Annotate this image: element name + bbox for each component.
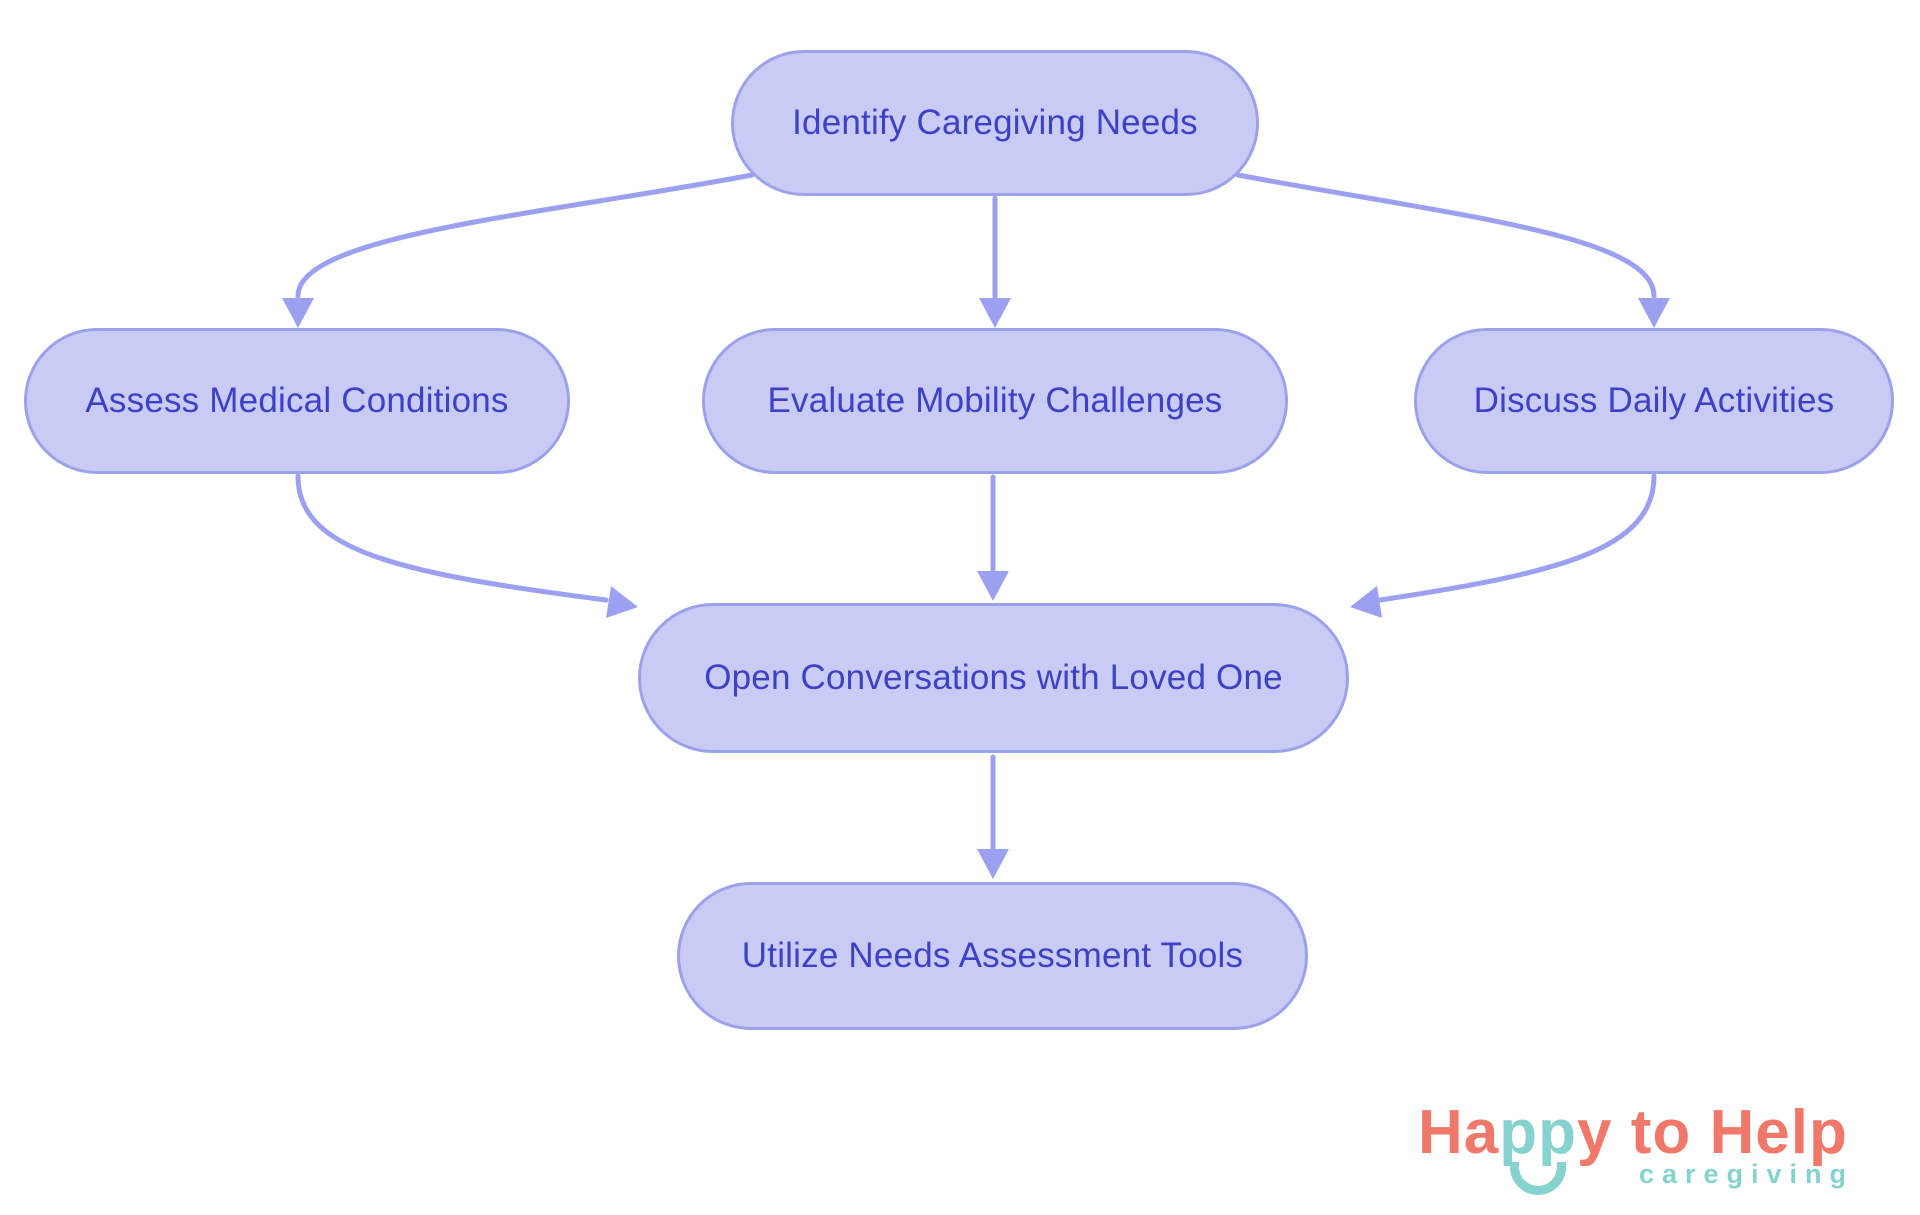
- node-label: Discuss Daily Activities: [1473, 381, 1835, 420]
- arrowhead-down-icon: [979, 298, 1011, 328]
- node-label: Evaluate Mobility Challenges: [767, 381, 1223, 420]
- smile-icon: [1510, 1162, 1566, 1195]
- edge-line: [1235, 172, 1657, 299]
- edge-identify-to-assess: [282, 172, 755, 328]
- edge-line: [295, 172, 755, 299]
- flow-node-assess-medical-conditions: Assess Medical Conditions: [24, 328, 570, 474]
- arrowhead-right-icon: [606, 586, 638, 618]
- arrowhead-down-icon: [977, 571, 1009, 601]
- node-label: Utilize Needs Assessment Tools: [741, 936, 1244, 975]
- edge-assess-to-open: [295, 473, 638, 618]
- edge-evaluate-to-open: [977, 474, 1009, 601]
- edge-identify-to-discuss: [1235, 172, 1670, 328]
- arrowhead-left-icon: [1350, 586, 1382, 618]
- flow-node-utilize-needs-assessment-tools: Utilize Needs Assessment Tools: [677, 882, 1308, 1030]
- brand-text-ha: Ha: [1418, 1098, 1500, 1167]
- node-label: Assess Medical Conditions: [85, 381, 509, 420]
- brand-wordmark: Happy to Help: [1418, 1100, 1888, 1165]
- edge-identify-to-evaluate: [979, 195, 1011, 328]
- brand-text-y: y: [1577, 1098, 1613, 1167]
- brand-tagline: caregiving: [1638, 1159, 1854, 1190]
- flow-node-identify-caregiving-needs: Identify Caregiving Needs: [731, 50, 1259, 196]
- happy-to-help-logo: Happy to Help caregiving: [1418, 1100, 1888, 1195]
- arrowhead-down-icon: [1638, 298, 1670, 328]
- edge-open-to-utilize: [977, 754, 1009, 879]
- flow-node-discuss-daily-activities: Discuss Daily Activities: [1414, 328, 1894, 474]
- brand-text-pp: pp: [1499, 1098, 1578, 1167]
- brand-text-to-help: to Help: [1612, 1098, 1848, 1167]
- flow-node-open-conversations-with-loved-one: Open Conversations with Loved One: [638, 603, 1349, 753]
- flow-node-evaluate-mobility-challenges: Evaluate Mobility Challenges: [702, 328, 1288, 474]
- arrowhead-down-icon: [977, 849, 1009, 879]
- node-label: Open Conversations with Loved One: [704, 658, 1283, 697]
- arrowhead-down-icon: [282, 298, 314, 328]
- edge-line: [1377, 473, 1657, 603]
- edge-line: [295, 473, 609, 603]
- node-label: Identify Caregiving Needs: [792, 103, 1198, 142]
- edge-discuss-to-open: [1350, 473, 1657, 618]
